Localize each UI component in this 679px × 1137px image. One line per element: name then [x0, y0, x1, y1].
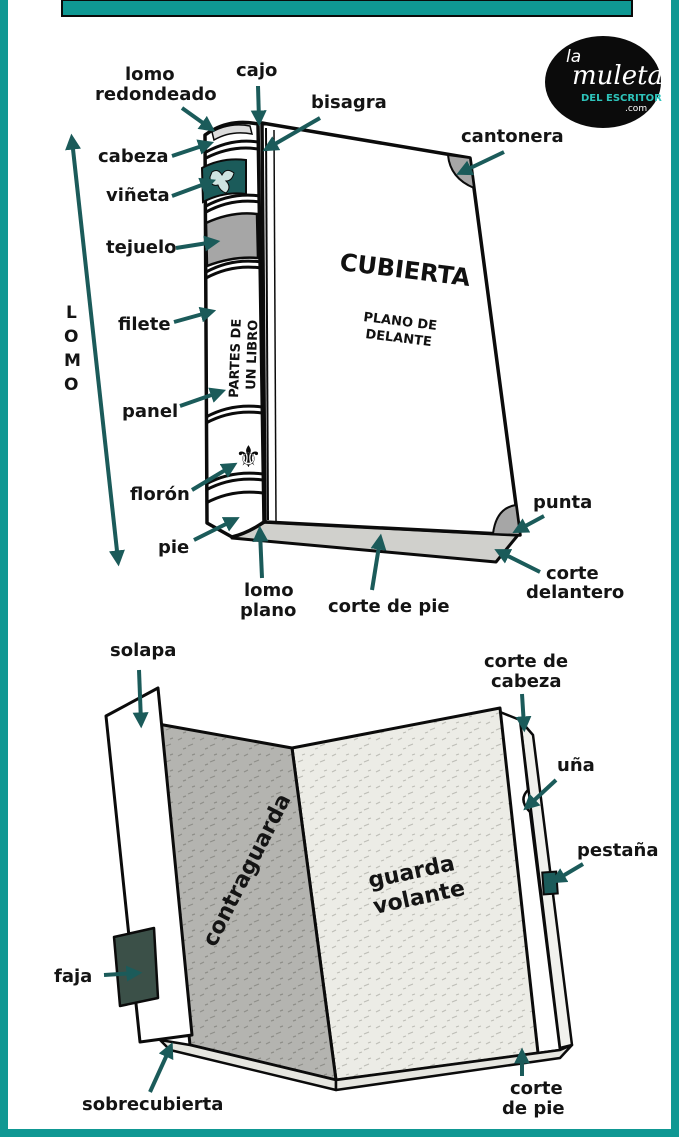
arrow-corte-de-cabeza [515, 693, 532, 733]
label-corte-de-cabeza-1: corte de [484, 651, 568, 672]
lomo-letter-4: O [64, 375, 78, 395]
label-filete: filete [118, 314, 171, 335]
arrow-filete [173, 306, 217, 324]
label-corte-delantero-1: corte [546, 563, 599, 584]
lomo-height-arrow [65, 133, 125, 567]
logo: la muleta DEL ESCRITOR .com [545, 36, 663, 128]
arrow-cajo [250, 85, 267, 127]
label-corte-pie-2: de pie [502, 1098, 565, 1119]
label-corte-delantero-2: delantero [526, 582, 624, 603]
spine-text-1: PARTES DE [227, 319, 245, 399]
lomo-letter-1: L [66, 303, 77, 323]
label-lomo-plano-2: plano [240, 600, 296, 621]
arrow-corte-delantero [494, 549, 541, 574]
frame-left [0, 0, 8, 1137]
arrow-solapa [132, 669, 149, 729]
spine-text-2: UN LIBRO [244, 320, 261, 391]
label-cajo: cajo [236, 60, 277, 81]
lomo-letter-2: O [64, 327, 78, 347]
logo-line4: .com [625, 104, 647, 114]
arrow-una [523, 778, 558, 811]
floron-fleur-icon: ⚜ [235, 440, 262, 475]
arrow-punta [512, 514, 545, 534]
label-floron: florón [130, 484, 190, 505]
label-cabeza: cabeza [98, 146, 169, 167]
label-corte-de-cabeza-2: cabeza [491, 671, 562, 692]
closed-book: PARTES DE UN LIBRO ⚜ CUBIERTA PLANO DE D… [200, 120, 522, 564]
lomo-letter-3: M [64, 351, 81, 371]
title-banner-strip [61, 0, 633, 17]
logo-line1: la [566, 47, 581, 67]
frame-bottom [0, 1129, 679, 1137]
frame-right [671, 0, 679, 1137]
open-book: contraguarda guarda volante [104, 686, 574, 1092]
label-vineta: viñeta [106, 185, 170, 206]
label-corte-de-pie: corte de pie [328, 596, 450, 617]
label-punta: punta [533, 492, 592, 513]
arrow-faja [103, 965, 143, 982]
label-lomo-redondeado-2: redondeado [95, 84, 217, 105]
label-cantonera: cantonera [461, 126, 564, 147]
arrow-vineta [171, 177, 217, 198]
label-una: uña [557, 755, 595, 776]
label-lomo-plano-1: lomo [244, 580, 294, 601]
label-pie: pie [158, 537, 189, 558]
label-solapa: solapa [110, 640, 176, 661]
label-sobrecubierta: sobrecubierta [82, 1094, 223, 1115]
arrow-lomo-plano [252, 525, 269, 579]
arrow-floron [190, 462, 238, 492]
tejuelo-label [204, 212, 260, 268]
label-faja: faja [54, 966, 92, 987]
label-tejuelo: tejuelo [106, 237, 177, 258]
arrow-bisagra [262, 116, 321, 152]
label-lomo-redondeado-1: lomo [125, 64, 175, 85]
label-panel: panel [122, 401, 178, 422]
logo-line2: muleta [572, 61, 663, 91]
label-corte-pie-1: corte [510, 1078, 563, 1099]
label-pestana: pestaña [577, 840, 659, 861]
arrow-cabeza [171, 139, 215, 158]
arrow-pestana [550, 862, 585, 884]
arrow-tejuelo [175, 235, 221, 252]
arrow-corte-de-pie [370, 533, 387, 591]
arrow-sobrecubierta [148, 1042, 174, 1093]
arrow-pie [193, 517, 240, 542]
arrow-cantonera [456, 150, 505, 176]
bottom-right-edge [334, 1043, 574, 1092]
faja-band [112, 926, 160, 1008]
logo-line3: DEL ESCRITOR [581, 93, 662, 104]
pestana-tab [541, 870, 559, 896]
arrow-lomo-redondeado [180, 106, 216, 132]
label-bisagra: bisagra [311, 92, 387, 113]
arrow-panel [179, 387, 227, 408]
